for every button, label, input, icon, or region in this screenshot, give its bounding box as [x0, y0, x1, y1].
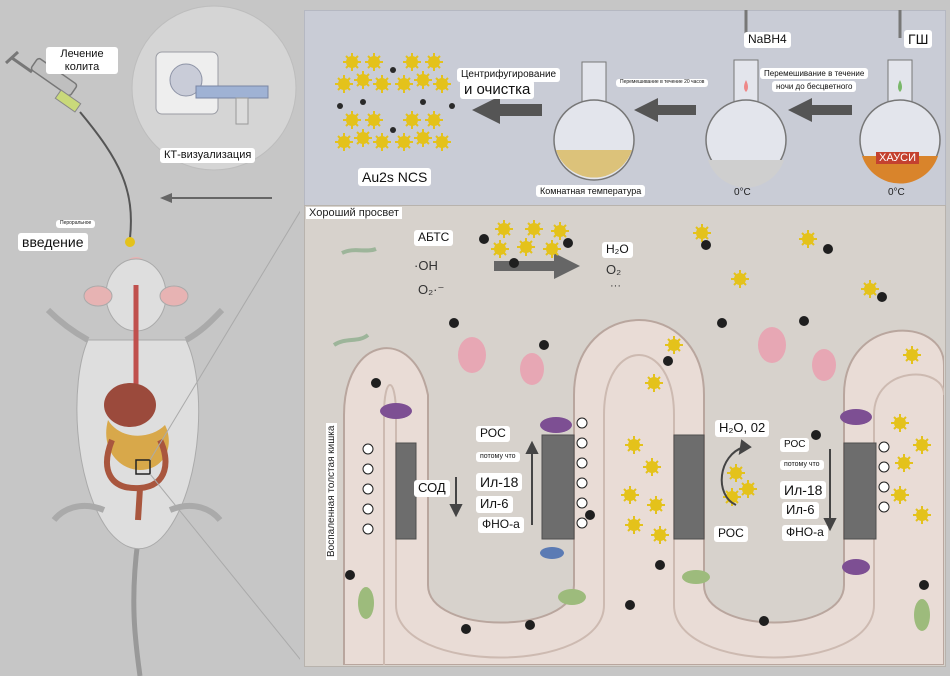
goblet-cells — [380, 403, 872, 575]
stir-20h-label: Перемешивание в течение 20 часов — [616, 79, 709, 87]
nabh4-label: NaBH4 — [744, 32, 791, 48]
au2s-nanocluster-group — [334, 52, 455, 152]
green-cells — [358, 570, 930, 631]
ros-mid-label: РОС — [714, 526, 748, 542]
pink-cells — [458, 327, 836, 385]
administration-label: введение — [18, 233, 88, 252]
mouse-illustration — [45, 257, 225, 676]
intestine-illustration — [332, 219, 944, 665]
crypt-cells — [395, 434, 877, 540]
good-lumen-label: Хороший просвет — [306, 207, 402, 219]
syringe-icon — [4, 50, 135, 247]
centrifuge-label-1: Центрифугирование — [457, 68, 561, 82]
abts-label: АБТС — [414, 230, 454, 246]
blue-cell — [540, 547, 564, 559]
ct-imaging-label: КТ-визуализация — [160, 148, 256, 163]
h2o-o2-label: H₂O, 02 — [715, 420, 770, 437]
sod-label: СОД — [414, 480, 450, 497]
zero-c-label-1: 0°C — [734, 187, 751, 198]
negative-charges — [345, 234, 929, 634]
arrow-left-icon — [472, 96, 852, 124]
superoxide-label: O₂·⁻ — [418, 282, 445, 297]
haucl-label: ХАУСИ — [876, 152, 920, 164]
flask-icon — [553, 61, 635, 181]
admin-small-label: Пероральное — [56, 220, 96, 228]
trend-arrows — [449, 439, 837, 532]
left-illustration — [4, 5, 300, 676]
flask-icon — [705, 10, 787, 188]
tnf-label-1: ФНО-а — [478, 517, 524, 533]
arrow-right-icon — [494, 253, 580, 279]
centrifuge-label-2: и очистка — [460, 80, 535, 100]
arrow-left-icon — [160, 193, 272, 203]
il18-label-2: Ил-18 — [780, 481, 827, 500]
il18-label-1: Ил-18 — [476, 473, 523, 492]
il6-label-2: Ил-6 — [782, 502, 819, 519]
bacteria-icon — [332, 247, 377, 347]
etc-label: ··· — [610, 280, 621, 292]
gsh-label: ГШ — [904, 30, 933, 49]
hydroxyl-label: ·OH — [414, 258, 438, 273]
because-label-1: потому что — [476, 452, 520, 463]
il6-label-1: Ил-6 — [476, 496, 513, 513]
room-temp-label: Комнатная температура — [536, 185, 646, 198]
treatment-label: Лечение колита — [46, 47, 118, 75]
positive-charges — [362, 417, 890, 535]
water-product-label: H₂O — [602, 242, 633, 258]
oxygen-product-label: O₂ — [606, 262, 622, 277]
inflamed-colon-label: Воспаленная толстая кишка — [326, 422, 337, 560]
tnf-label-2: ФНО-а — [782, 525, 828, 541]
ros-label-1: РОС — [476, 426, 510, 442]
because-label-2: потому что — [780, 460, 824, 471]
au2s-label: Au2s NCS — [358, 168, 432, 187]
zero-c-label-2: 0°C — [888, 187, 905, 198]
synthesis-illustration — [334, 10, 941, 188]
ros-label-2: РОС — [780, 438, 810, 452]
ct-scanner-icon — [131, 5, 297, 171]
stir-night-label-2: ночи до бесцветного — [772, 81, 857, 93]
stir-night-label-1: Перемешивание в течение — [760, 68, 869, 80]
